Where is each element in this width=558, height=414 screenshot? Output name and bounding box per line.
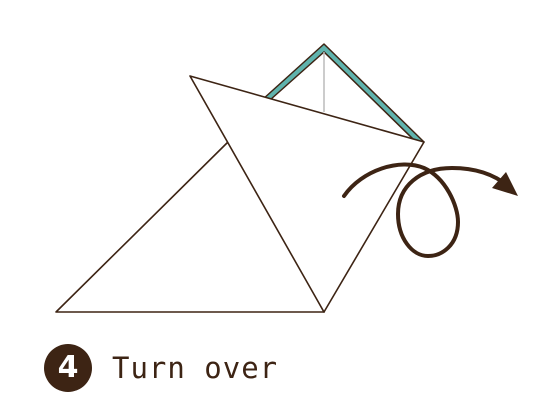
step-instruction: Turn over bbox=[112, 351, 279, 385]
front-flap bbox=[189, 75, 425, 313]
step-caption: 4 Turn over bbox=[44, 344, 278, 392]
step-number-badge: 4 bbox=[44, 344, 92, 392]
turn-over-arrow-icon bbox=[342, 162, 518, 258]
